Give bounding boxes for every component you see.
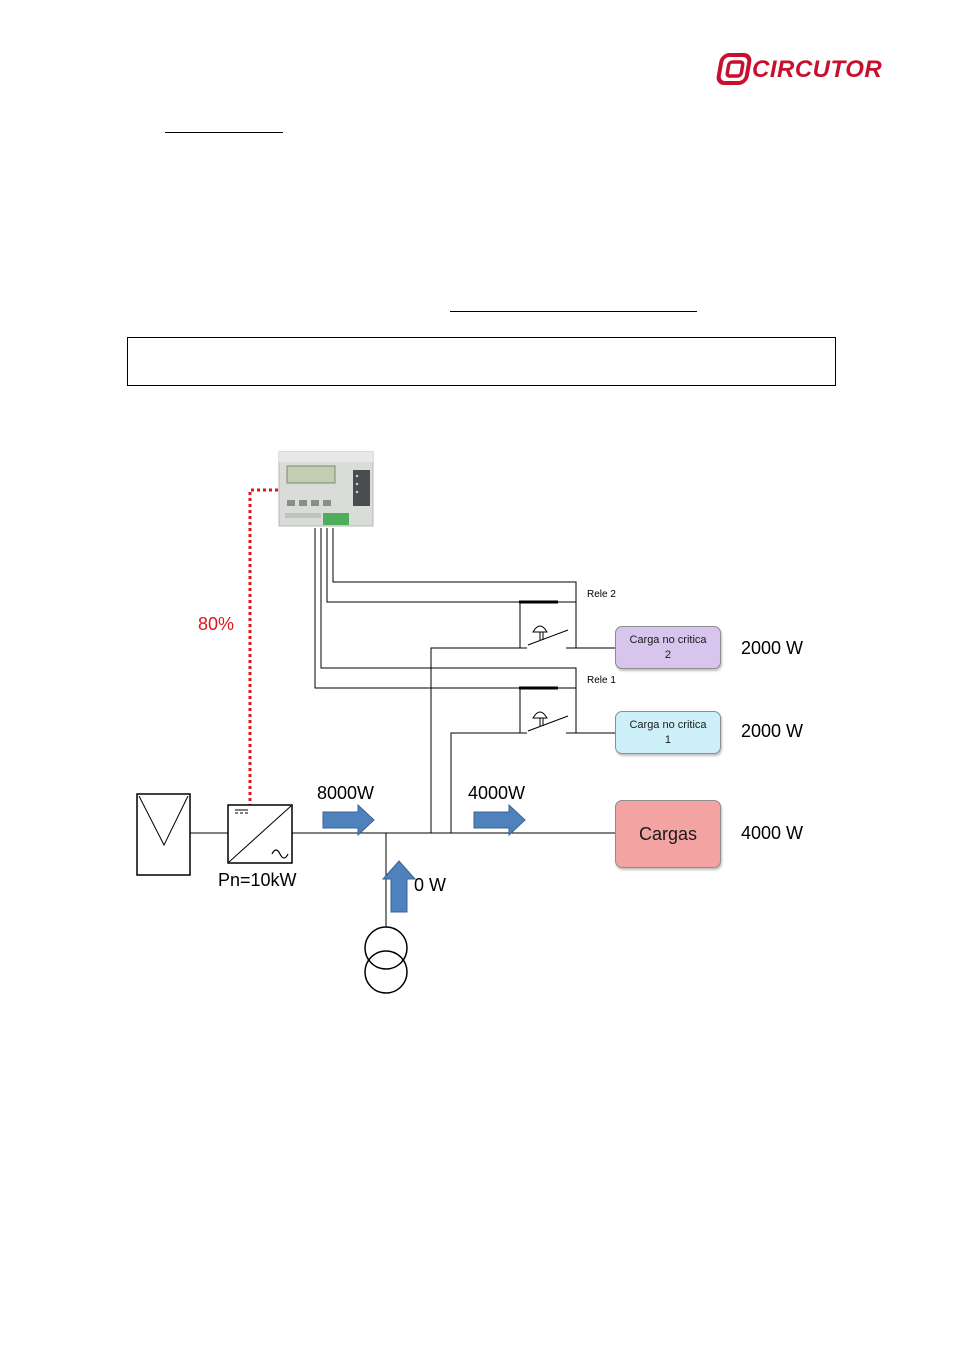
load-flow-label: 4000W <box>468 783 526 803</box>
non-critical-load-2-number: 2 <box>664 648 672 661</box>
non-critical-load-1-power: 2000 W <box>741 721 804 741</box>
inverter-flow-arrow-icon <box>322 803 375 837</box>
main-load-power: 4000 W <box>741 823 804 843</box>
transformer-icon <box>364 926 408 994</box>
text-underline <box>450 311 697 312</box>
non-critical-load-1: Carga no critica 1 <box>615 711 721 754</box>
relay-2-label: Rele 2 <box>587 589 616 600</box>
inverter-rating-label: Pn=10kW <box>218 870 297 890</box>
heading-underline <box>165 132 283 133</box>
circutor-logo-mark <box>716 53 752 85</box>
relay-1-switch <box>518 686 580 734</box>
note-box <box>127 337 836 386</box>
cdp-controller-device <box>278 451 374 527</box>
inverter-flow-label: 8000W <box>317 783 375 803</box>
relay-1-label: Rele 1 <box>587 675 616 686</box>
grid-flow-label: 0 W <box>414 875 447 895</box>
control-signal-line <box>248 488 278 806</box>
main-load-label: Cargas <box>638 823 698 844</box>
main-load: Cargas <box>615 800 721 868</box>
non-critical-load-2-label: Carga no critica <box>629 633 707 646</box>
load-flow-arrow-icon <box>473 803 526 837</box>
pv-panel-icon <box>136 793 191 876</box>
non-critical-load-1-label: Carga no critica <box>629 718 707 731</box>
control-signal-label: 80% <box>198 614 235 634</box>
brand-name: CIRCUTOR <box>752 56 883 83</box>
circutor-logo: CIRCUTOR <box>716 52 888 88</box>
grid-flow-arrow-icon <box>381 860 417 913</box>
non-critical-load-1-number: 1 <box>664 733 672 746</box>
inverter-icon <box>227 804 293 864</box>
relay-2-switch <box>518 600 580 649</box>
non-critical-load-2: Carga no critica 2 <box>615 626 721 669</box>
non-critical-load-2-power: 2000 W <box>741 638 804 658</box>
